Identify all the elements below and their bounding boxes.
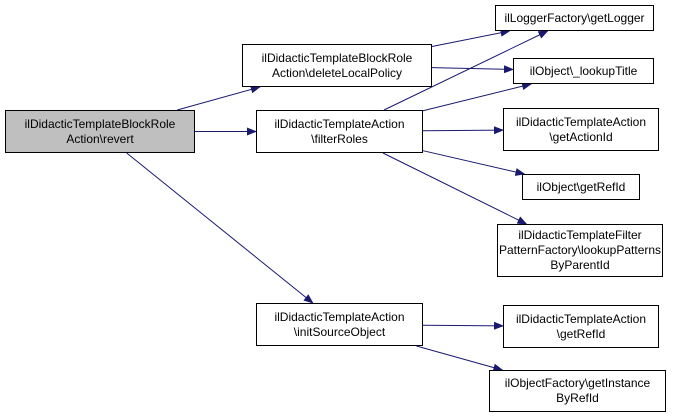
node-init-source-object[interactable]: ilDidacticTemplateAction \initSourceObje… <box>256 303 423 346</box>
node-filter-roles-line-1: ilDidacticTemplateAction <box>274 116 405 131</box>
node-delete-local-policy[interactable]: ilDidacticTemplateBlockRole Action\delet… <box>242 44 432 87</box>
node-delete-local-policy-line-1: ilDidacticTemplateBlockRole <box>261 50 413 65</box>
node-revert-line-2: Action\revert <box>66 131 134 146</box>
node-lookup-patterns-line-3: ByParentId <box>550 258 610 272</box>
node-get-instance-line-1: ilObjectFactory\getInstance <box>504 376 651 390</box>
node-init-source-object-line-2: \initSourceObject <box>293 324 386 339</box>
edge-filterRoles-to-lookupTitle <box>422 82 533 112</box>
node-delete-local-policy-line-2: Action\deleteLocalPolicy <box>271 65 403 80</box>
node-init-source-object-line-1: ilDidacticTemplateAction <box>274 309 405 324</box>
node-get-action-id-line-2: \getActionId <box>549 129 613 144</box>
node-object-get-ref-id[interactable]: ilObject\getRefId <box>522 174 640 200</box>
edge-filterRoles-to-objGetRefId <box>422 150 526 176</box>
edge-deleteLocalPolicy-to-getLogger <box>431 28 511 47</box>
node-lookup-patterns-line-1: ilDidacticTemplateFilter <box>518 228 642 242</box>
edge-filterRoles-to-getActionId <box>422 126 504 135</box>
node-lookup-patterns-line-2: PatternFactory\lookupPatterns <box>498 243 662 257</box>
node-get-instance-by-ref-id[interactable]: ilObjectFactory\getInstance ByRefId <box>489 370 666 412</box>
node-lookup-title-line-1: ilObject\_lookupTitle <box>529 63 638 78</box>
node-object-get-ref-id-line-1: ilObject\getRefId <box>536 179 626 194</box>
node-lookup-title[interactable]: ilObject\_lookupTitle <box>513 58 654 84</box>
node-get-action-id-line-1: ilDidacticTemplateAction <box>515 114 647 129</box>
node-get-logger-line-1: ilLoggerFactory\getLogger <box>504 10 645 25</box>
edge-initSourceObject-to-getInstance <box>416 345 504 372</box>
edge-revert-to-initSourceObject <box>126 152 314 304</box>
node-filter-roles-line-2: \filterRoles <box>311 131 368 146</box>
node-revert: ilDidacticTemplateBlockRole Action\rever… <box>5 110 195 153</box>
node-revert-line-1: ilDidacticTemplateBlockRole <box>24 116 176 131</box>
node-action-get-ref-id[interactable]: ilDidacticTemplateAction \getRefId <box>503 305 659 348</box>
node-lookup-patterns[interactable]: ilDidacticTemplateFilter PatternFactory\… <box>497 224 663 277</box>
node-filter-roles[interactable]: ilDidacticTemplateAction \filterRoles <box>256 110 423 153</box>
node-get-instance-line-2: ByRefId <box>556 391 599 405</box>
edge-initSourceObject-to-actionGetRefId <box>422 321 504 330</box>
node-get-action-id[interactable]: ilDidacticTemplateAction \getActionId <box>503 108 659 151</box>
edge-filterRoles-to-getLogger <box>383 30 549 111</box>
node-action-get-ref-id-line-1: ilDidacticTemplateAction <box>515 311 647 326</box>
edge-revert-to-deleteLocalPolicy <box>177 85 261 111</box>
edge-deleteLocalPolicy-to-lookupTitle <box>431 65 514 74</box>
node-action-get-ref-id-line-2: \getRefId <box>556 326 606 341</box>
node-get-logger[interactable]: ilLoggerFactory\getLogger <box>495 5 654 31</box>
edge-filterRoles-to-lookupPatterns <box>382 152 528 225</box>
